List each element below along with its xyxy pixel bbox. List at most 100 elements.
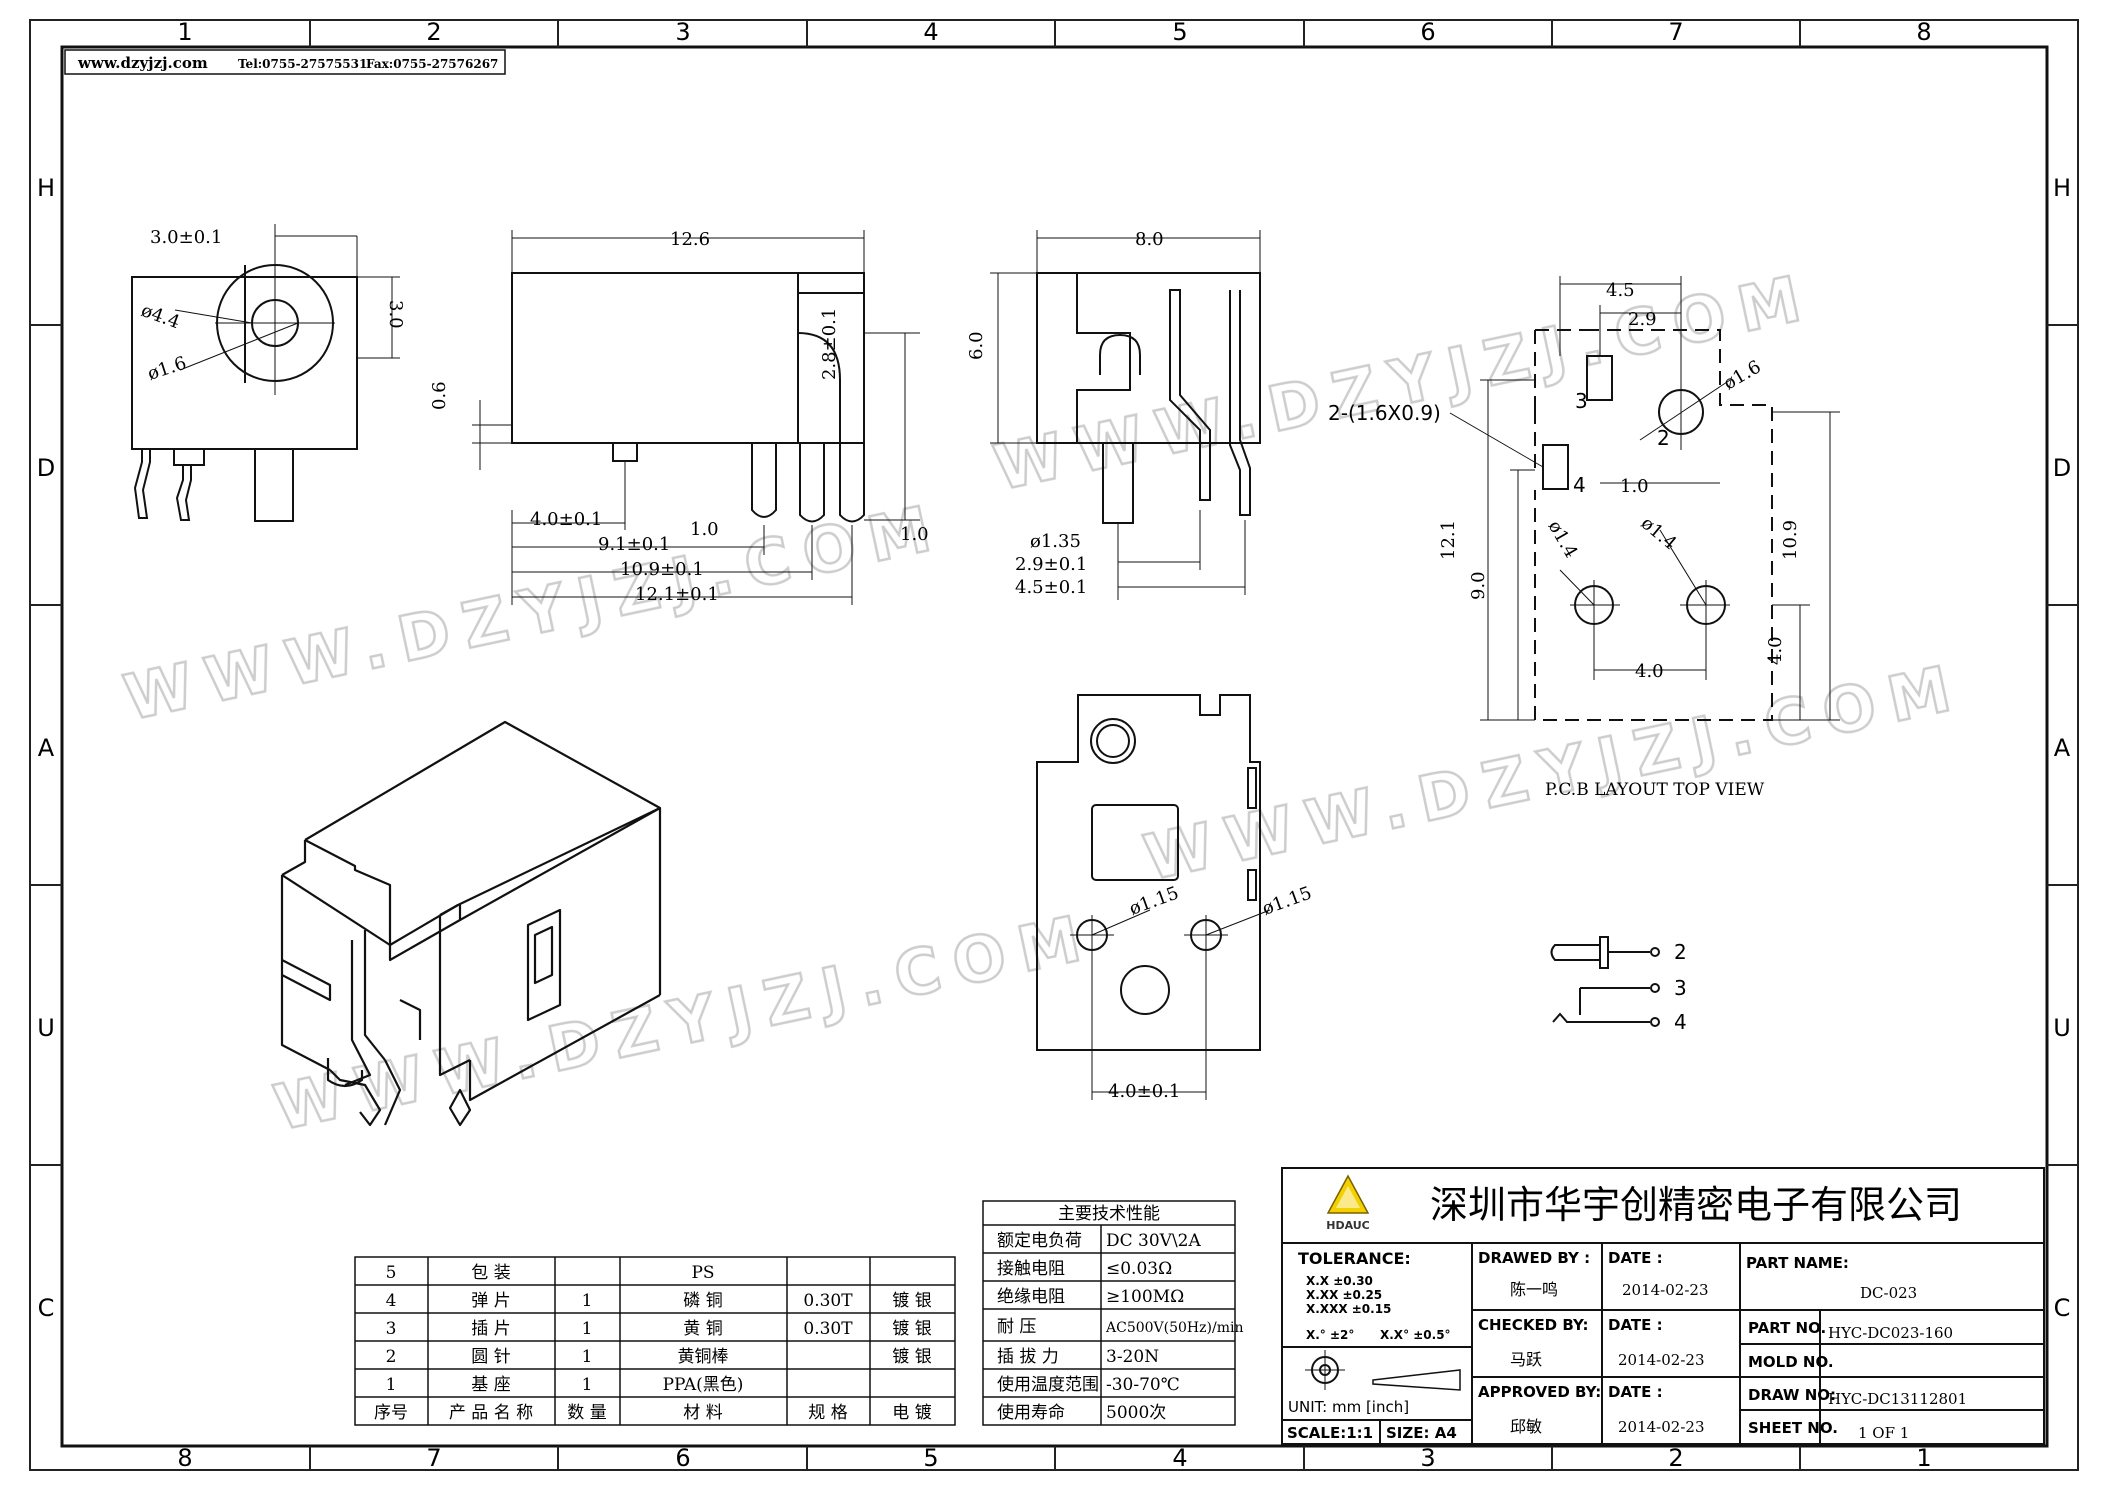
part-no-label: PART NO. <box>1748 1319 1826 1337</box>
company-name: 深圳市华宇创精密电子有限公司 <box>1430 1183 1962 1227</box>
side-dim-pin-height: 0.6 <box>429 381 450 410</box>
rear-dim-f: 4.5±0.1 <box>1015 577 1087 598</box>
zone-bottom-7: 7 <box>426 1444 441 1472</box>
side-dim-c: 10.9±0.1 <box>620 559 704 580</box>
bom-cell: 1 <box>582 1319 593 1339</box>
watermark-4: WWW.DZYJZJ.COM <box>1138 650 1970 895</box>
tolerance-angle-b: X.X° ±0.5° <box>1380 1328 1451 1342</box>
front-dim-right: 3.0 <box>385 300 406 329</box>
side-view <box>472 230 920 605</box>
bom-header-cell: 规 格 <box>808 1403 847 1423</box>
header-fax: Fax:0755-27576267 <box>366 57 498 71</box>
pcb-slot-label: 2-(1.6X0.9) <box>1328 401 1441 425</box>
date-label-2: DATE : <box>1608 1316 1663 1334</box>
spec-value: ≥100MΩ <box>1106 1287 1184 1307</box>
spec-value: 5000次 <box>1106 1403 1166 1423</box>
scale-label: SCALE:1:1 <box>1287 1424 1373 1442</box>
zone-right-H: H <box>2053 174 2071 202</box>
pcb-dim-45: 4.5 <box>1606 280 1635 301</box>
specs-cells: 主要技术性能 额定电负荷 DC 30V\2A 接触电阻 ≤0.03Ω 绝缘电阻 … <box>997 1204 1243 1423</box>
bom-cell: 1 <box>582 1375 593 1395</box>
front-dim-top: 3.0±0.1 <box>150 227 222 248</box>
bom-cell: 5 <box>386 1263 397 1283</box>
company-logo: HDAUC <box>1326 1174 1370 1232</box>
rear-dim-pin-dia: ø1.35 <box>1030 531 1081 552</box>
bom-cell: 包 装 <box>471 1263 510 1283</box>
schematic-symbol <box>1550 936 1660 1027</box>
checked-by-label: CHECKED BY: <box>1478 1316 1589 1334</box>
bom-cell: 0.30T <box>803 1291 853 1311</box>
pcb-dia-b: ø1.4 <box>1637 513 1681 554</box>
zone-top-8: 8 <box>1916 18 1931 46</box>
pcb-dim-121: 12.1 <box>1438 520 1459 560</box>
bom-header-cell: 数 量 <box>567 1403 606 1423</box>
zone-top-3: 3 <box>675 18 690 46</box>
rear-dim-width: 8.0 <box>1135 229 1164 250</box>
checked-by-name: 马跃 <box>1510 1350 1542 1369</box>
pcb-dia-a: ø1.4 <box>1544 517 1582 562</box>
draw-no: HYC-DC13112801 <box>1828 1390 1967 1408</box>
bom-cell: 磷 铜 <box>683 1291 722 1311</box>
zone-right-D: D <box>2053 454 2071 482</box>
schematic-pin-2: 2 <box>1674 940 1687 964</box>
bom-cell: 镀 银 <box>892 1347 931 1367</box>
side-dim-pin-w1: 1.0 <box>690 519 719 540</box>
bom-cell: 1 <box>582 1291 593 1311</box>
bom-cell: PPA(黑色) <box>663 1375 744 1395</box>
pcb-dim-29: 2.9 <box>1628 309 1657 330</box>
sheet-no-label: SHEET NO. <box>1748 1419 1838 1437</box>
side-dim-right: 2.8±0.1 <box>819 308 840 380</box>
zone-left-D: D <box>37 454 55 482</box>
pcb-caption: P.C.B LAYOUT TOP VIEW <box>1545 780 1765 800</box>
approved-by-label: APPROVED BY: <box>1478 1383 1601 1401</box>
spec-label: 插 拔 力 <box>997 1347 1059 1367</box>
tolerance-line-3: X.XXX ±0.15 <box>1306 1302 1391 1316</box>
title-block <box>1281 1167 2045 1445</box>
isometric-view <box>280 720 662 1127</box>
side-dim-length: 12.6 <box>670 229 710 250</box>
bom-table <box>354 1256 956 1426</box>
zone-top-6: 6 <box>1420 18 1435 46</box>
pcb-pin-2: 2 <box>1657 426 1670 450</box>
schematic-pin-4: 4 <box>1674 1010 1687 1034</box>
zone-right-A: A <box>2054 734 2071 762</box>
specs-table <box>982 1200 1236 1426</box>
zone-top-4: 4 <box>923 18 938 46</box>
zone-bottom-4: 4 <box>1172 1444 1187 1472</box>
bom-cells: 5 包 装 PS 4 弹 片 1 磷 铜 0.30T 镀 银 3 插 片 1 黄… <box>374 1263 932 1423</box>
schematic-pin-3: 3 <box>1674 976 1687 1000</box>
pcb-dim-40-h: 4.0 <box>1635 661 1664 682</box>
spec-value: -30-70℃ <box>1106 1375 1180 1395</box>
zone-labels: 1 2 3 4 5 6 7 8 8 7 6 5 4 3 2 1 H D A U … <box>37 18 2071 1472</box>
zone-top-1: 1 <box>177 18 192 46</box>
zone-bottom-8: 8 <box>177 1444 192 1472</box>
bom-cell: 镀 银 <box>892 1319 931 1339</box>
title-block-text: 深圳市华宇创精密电子有限公司 TOLERANCE: X.X ±0.30 X.XX… <box>1287 1183 1967 1442</box>
zone-right-C: C <box>2054 1294 2071 1322</box>
header-info-box <box>64 49 506 75</box>
drawn-by-name: 陈一鸣 <box>1510 1280 1558 1299</box>
side-dim-d: 12.1±0.1 <box>635 584 719 605</box>
spec-label: 接触电阻 <box>997 1259 1065 1279</box>
zone-left-A: A <box>38 734 55 762</box>
specs-title: 主要技术性能 <box>1058 1204 1160 1224</box>
zone-bottom-2: 2 <box>1668 1444 1683 1472</box>
watermark-3: WWW.DZYJZJ.COM <box>988 260 1820 505</box>
bom-cell: 0.30T <box>803 1319 853 1339</box>
tolerance-line-2: X.XX ±0.25 <box>1306 1288 1382 1302</box>
approved-by-name: 邱敏 <box>1510 1417 1542 1436</box>
spec-label: 耐 压 <box>997 1317 1036 1337</box>
bom-cell: 插 片 <box>471 1319 510 1339</box>
bom-cell: 1 <box>386 1375 397 1395</box>
spec-value: AC500V(50Hz)/min <box>1105 1320 1243 1336</box>
bom-cell: 黄铜棒 <box>678 1347 729 1367</box>
side-dim-pin-w2: 1.0 <box>900 524 929 545</box>
zone-bottom-3: 3 <box>1420 1444 1435 1472</box>
pcb-dim-90: 9.0 <box>1468 571 1489 600</box>
bom-cell: 3 <box>386 1319 397 1339</box>
zone-right-U: U <box>2053 1014 2071 1042</box>
zone-top-5: 5 <box>1172 18 1187 46</box>
part-no: HYC-DC023-160 <box>1828 1324 1953 1342</box>
bottom-hole-b: ø1.15 <box>1260 883 1315 920</box>
zone-left-U: U <box>37 1014 55 1042</box>
